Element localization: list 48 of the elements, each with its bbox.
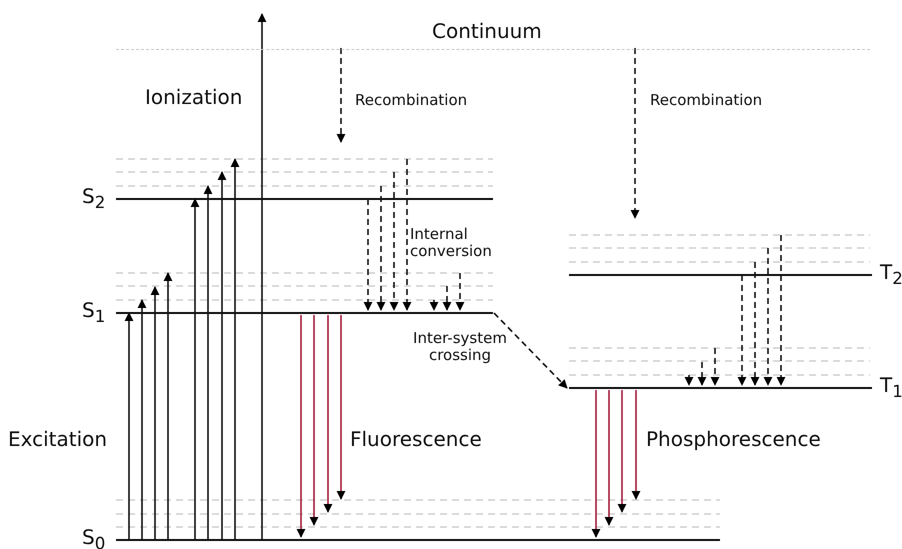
dashed-arrow: [402, 159, 412, 311]
process-label: Recombination: [355, 92, 468, 110]
arrow: [124, 312, 134, 540]
dashed-arrow: [750, 262, 760, 386]
dashed-arrow: [738, 275, 746, 386]
dashed-arrow: [684, 375, 694, 386]
arrow: [592, 390, 600, 538]
dashed-arrow: [336, 48, 346, 143]
arrow: [336, 315, 346, 500]
process-label: Fluorescence: [350, 428, 482, 451]
arrow: [632, 390, 640, 500]
level-label: Continuum: [432, 20, 542, 43]
dashed-arrow: [493, 312, 568, 389]
dashed-arrow: [376, 186, 386, 311]
arrow: [204, 185, 212, 540]
arrow: [190, 198, 200, 540]
dashed-arrow: [776, 235, 786, 386]
arrow: [258, 13, 266, 540]
dashed-arrow: [630, 48, 640, 219]
level-label: S$_{1}$: [82, 299, 106, 326]
level-label: T$_{2}$: [880, 261, 902, 288]
arrow: [310, 315, 318, 526]
process-label: Recombination: [650, 92, 762, 110]
process-label: Excitation: [8, 428, 108, 451]
dashed-arrow: [698, 362, 706, 386]
dashed-arrow: [390, 172, 398, 311]
dashed-arrow: [442, 286, 452, 311]
process-label: Ionization: [145, 86, 242, 109]
dashed-arrow: [364, 199, 372, 311]
dashed-arrow: [456, 273, 464, 311]
level-label: S$_{0}$: [82, 526, 106, 549]
process-label: Internal conversion: [410, 226, 493, 260]
dashed-arrow: [764, 248, 772, 386]
level-label: T$_{1}$: [880, 374, 902, 402]
arrow: [218, 171, 226, 540]
dashed-arrow: [710, 348, 720, 386]
arrow: [296, 315, 306, 538]
arrow: [150, 286, 160, 540]
process-label: Phosphorescence: [646, 428, 821, 451]
arrow: [618, 390, 626, 513]
level-label: S$_{2}$: [82, 185, 106, 212]
arrow: [230, 158, 240, 540]
process-label: Inter-system crossing: [412, 330, 508, 364]
arrow: [138, 299, 146, 540]
arrow: [604, 390, 614, 526]
arrow: [324, 315, 332, 513]
arrow: [164, 272, 172, 540]
dashed-arrow: [430, 300, 438, 311]
